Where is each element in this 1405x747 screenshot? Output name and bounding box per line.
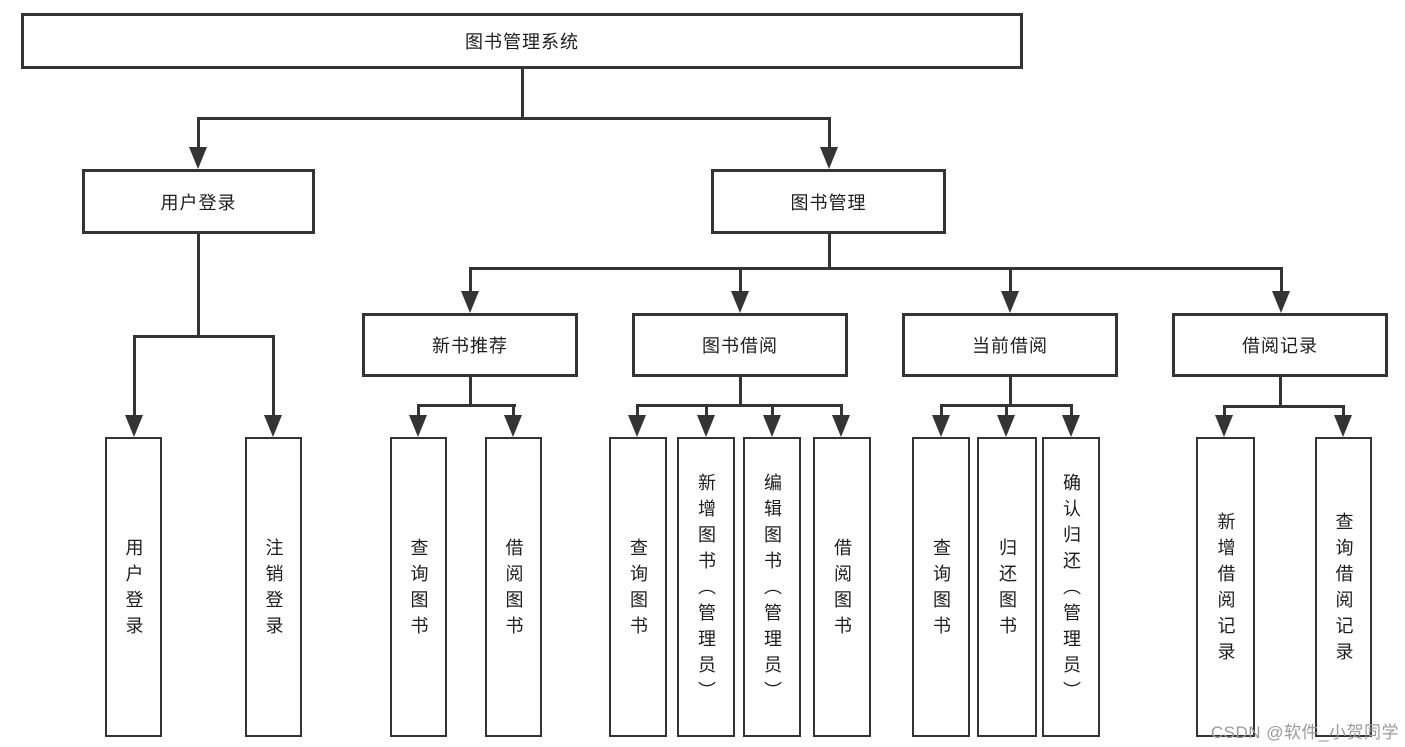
node-root: 图书管理系统 bbox=[21, 13, 1023, 69]
connector-to-br-query bbox=[1342, 405, 1345, 416]
node-current-borrow: 当前借阅 bbox=[902, 313, 1118, 377]
connector-to-bb-borrow bbox=[840, 404, 843, 416]
node-leaf-bb-query: 查询图书 bbox=[609, 437, 667, 737]
connector-nb-stem bbox=[469, 377, 472, 407]
node-leaf-cb-return: 归还图书 bbox=[977, 437, 1037, 737]
node-leaf-bb-edit: 编辑图书（管理员） bbox=[743, 437, 801, 737]
node-leaf-br-query: 查询借阅记录 bbox=[1315, 437, 1372, 737]
arrowhead-leaf-logout bbox=[264, 415, 282, 437]
node-borrow-record: 借阅记录 bbox=[1172, 313, 1388, 377]
connector-to-book-borrow bbox=[739, 267, 742, 293]
connector-to-user-login bbox=[197, 117, 200, 151]
connector-to-leaf-user-login bbox=[133, 335, 136, 417]
node-leaf-user-login: 用户登录 bbox=[105, 437, 162, 737]
node-new-book: 新书推荐 bbox=[362, 313, 578, 377]
connector-to-bb-edit bbox=[771, 404, 774, 416]
arrowhead-book-borrow bbox=[731, 291, 749, 313]
arrowhead-new-book bbox=[461, 291, 479, 313]
connector-cb-stem bbox=[1009, 377, 1012, 407]
arrowhead-book-mgmt bbox=[820, 147, 838, 169]
connector-mgmt-hline bbox=[469, 267, 1283, 270]
node-user-login: 用户登录 bbox=[82, 169, 315, 234]
connector-to-bb-query bbox=[636, 404, 639, 416]
connector-to-nb-query bbox=[417, 404, 420, 416]
arrowhead-br-query bbox=[1334, 415, 1352, 437]
connector-user-stem bbox=[197, 234, 200, 337]
arrowhead-current-borrow bbox=[1001, 291, 1019, 313]
arrowhead-user-login bbox=[189, 147, 207, 169]
connector-level1-hline bbox=[197, 117, 831, 120]
node-leaf-logout: 注销登录 bbox=[245, 437, 302, 737]
node-leaf-nb-borrow: 借阅图书 bbox=[485, 437, 542, 737]
node-leaf-cb-query: 查询图书 bbox=[912, 437, 970, 737]
connector-bb-stem bbox=[739, 377, 742, 407]
connector-to-book-mgmt bbox=[828, 117, 831, 151]
connector-to-leaf-logout bbox=[272, 335, 275, 417]
connector-bb-hline bbox=[636, 404, 843, 407]
node-book-borrow: 图书借阅 bbox=[632, 313, 848, 377]
connector-to-cb-query bbox=[940, 404, 943, 416]
connector-br-stem bbox=[1279, 377, 1282, 408]
node-leaf-bb-add: 新增图书（管理员） bbox=[677, 437, 735, 737]
arrowhead-cb-confirm bbox=[1062, 415, 1080, 437]
arrowhead-bb-query bbox=[628, 415, 646, 437]
connector-mgmt-stem bbox=[828, 233, 831, 270]
connector-to-new-book bbox=[469, 267, 472, 293]
connector-to-cb-confirm bbox=[1070, 404, 1073, 416]
connector-br-hline bbox=[1223, 405, 1345, 408]
node-leaf-bb-borrow: 借阅图书 bbox=[813, 437, 871, 737]
arrowhead-cb-return bbox=[997, 415, 1015, 437]
connector-to-cb-return bbox=[1005, 404, 1008, 416]
connector-to-nb-borrow bbox=[512, 404, 515, 416]
arrowhead-bb-borrow bbox=[832, 415, 850, 437]
connector-nb-hline bbox=[417, 404, 516, 407]
arrowhead-leaf-user-login bbox=[125, 415, 143, 437]
arrowhead-br-add bbox=[1215, 415, 1233, 437]
connector-user-hline bbox=[133, 335, 275, 338]
node-leaf-nb-query: 查询图书 bbox=[390, 437, 447, 737]
arrowhead-nb-borrow bbox=[504, 415, 522, 437]
connector-to-br-add bbox=[1223, 405, 1226, 416]
connector-to-current-borrow bbox=[1009, 267, 1012, 293]
arrowhead-cb-query bbox=[932, 415, 950, 437]
watermark-text: CSDN @软件_小贺同学 bbox=[1210, 723, 1399, 742]
arrowhead-bb-add bbox=[697, 415, 715, 437]
connector-root-stem bbox=[521, 69, 524, 118]
connector-to-bb-add bbox=[705, 404, 708, 416]
node-book-mgmt: 图书管理 bbox=[711, 169, 946, 234]
arrowhead-bb-edit bbox=[763, 415, 781, 437]
connector-to-borrow-record bbox=[1280, 267, 1283, 293]
arrowhead-borrow-record bbox=[1272, 291, 1290, 313]
node-leaf-cb-confirm: 确认归还（管理员） bbox=[1042, 437, 1100, 737]
node-leaf-br-add: 新增借阅记录 bbox=[1196, 437, 1255, 737]
arrowhead-nb-query bbox=[409, 415, 427, 437]
